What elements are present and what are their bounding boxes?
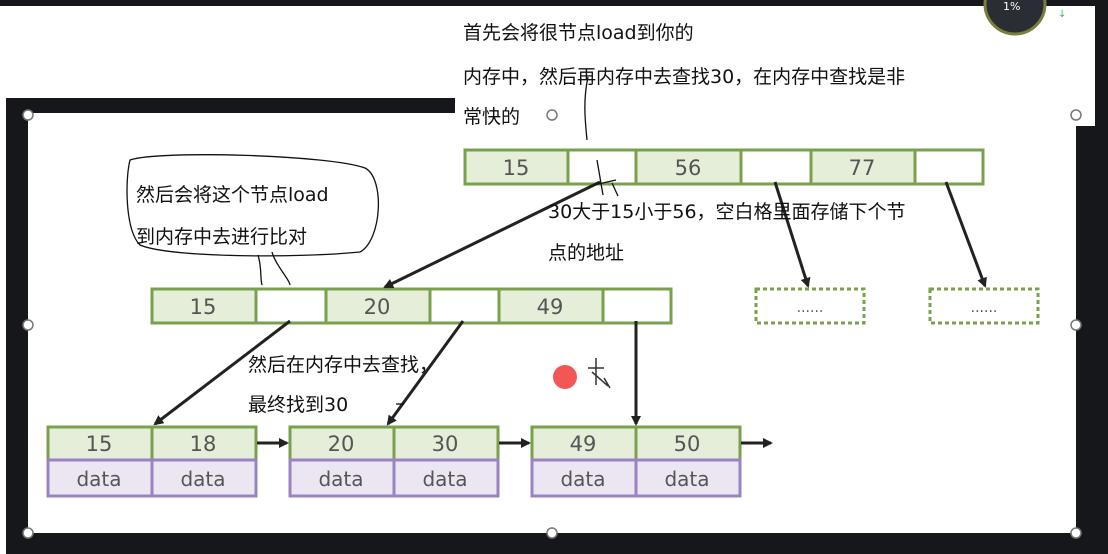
tree-arrows (153, 180, 987, 448)
scribble-bubble (126, 154, 380, 257)
leaf2-key-1: 20 (328, 432, 355, 456)
root-key-3: 77 (849, 156, 876, 180)
leaf2-key-cell-1 (288, 425, 396, 462)
l2-key-2: 20 (364, 295, 391, 319)
root-key-2: 56 (675, 156, 702, 180)
leaf3-key-1: 49 (570, 432, 597, 456)
l2-pointer-cell-1 (254, 287, 328, 325)
cpu-gauge (983, 0, 1047, 36)
leaf2-key-2: 30 (432, 432, 459, 456)
leaf1-key-2: 18 (190, 432, 217, 456)
arrow-root-to-l2 (383, 180, 601, 289)
move-cursor-icon (588, 358, 611, 389)
placeholder-node-2 (928, 287, 1040, 325)
top-annotation-bg (455, 6, 1095, 126)
scribble-cursor-mark (593, 159, 619, 197)
leaf3-data-2: data (664, 467, 709, 491)
handle-mid-right[interactable] (1070, 319, 1082, 331)
bottom-annotation-line2: 最终找到30 (248, 394, 349, 416)
top-annotation-line1: 首先会将很节点load到你的 (463, 22, 694, 44)
l2-key-3: 49 (537, 295, 564, 319)
leaf1-data-1: data (76, 467, 121, 491)
leaf1-key-cell-1 (46, 425, 154, 462)
root-pointer-cell-2 (739, 148, 813, 186)
download-arrow-icon: ↓ (1058, 9, 1066, 20)
handle-bottom-right[interactable] (1070, 527, 1082, 539)
leaf1-data-cell-2 (150, 458, 258, 498)
speed-widget: 1% ↓ 0K (983, 0, 1090, 36)
right-dark-bar (1093, 0, 1108, 554)
top-annotation-line2: 内存中，然后再内存中去查找30，在内存中查找是非 (463, 66, 906, 88)
root-pointer-cell-3 (913, 148, 985, 186)
top-dark-bar (0, 0, 1108, 6)
left-annotation-line2: 到内存中去进行比对 (136, 226, 308, 248)
leaf1-data-cell-1 (46, 458, 154, 498)
leaf-node-3: 49 50 data data (530, 425, 742, 498)
leaf-node-1: 15 18 data data (46, 425, 258, 498)
root-pointer-cell-1 (566, 148, 638, 186)
top-annotation-line3: 常快的 (463, 106, 521, 128)
leaf3-key-2: 50 (674, 432, 701, 456)
leaf-node-2: 20 30 data data (288, 425, 500, 498)
leaf2-data-cell-2 (392, 458, 500, 498)
leaf3-data-cell-2 (634, 458, 742, 498)
handle-top-right[interactable] (1070, 109, 1082, 121)
l2-pointer-cell-2 (428, 287, 501, 325)
leaf3-key-cell-2 (634, 425, 742, 462)
network-speed: 0K (1075, 8, 1090, 21)
leaf2-data-1: data (318, 467, 363, 491)
placeholder-dots-1: ...... (797, 300, 824, 316)
leaf2-data-2: data (422, 467, 467, 491)
laser-pointer-dot (553, 365, 577, 389)
l2-key-1: 15 (190, 295, 217, 319)
arrow-root-to-placeholder-1 (773, 181, 811, 288)
leaf1-key-1: 15 (86, 432, 113, 456)
leaf1-data-2: data (180, 467, 225, 491)
placeholder-dots-2: ...... (971, 300, 998, 316)
leaf3-data-1: data (560, 467, 605, 491)
mid-annotation-line2: 点的地址 (548, 242, 625, 264)
arrow-root-to-placeholder-2 (944, 181, 987, 288)
selection-handles (22, 109, 1082, 539)
root-node: 15 56 77 (463, 148, 985, 186)
arrow-l2-to-leaf1 (153, 319, 291, 426)
l2-key-cell-3 (497, 287, 605, 325)
scribble-bubble-tail (257, 251, 291, 286)
placeholder-node-1 (754, 287, 866, 325)
handle-bottom-mid[interactable] (546, 527, 558, 539)
handle-top-left[interactable] (22, 109, 34, 121)
level2-node: 15 20 49 (150, 287, 673, 325)
leaf1-key-cell-2 (150, 425, 258, 462)
gauge-percent: 1% (1003, 0, 1020, 13)
bottom-annotation-line1: 然后在内存中去查找， (248, 354, 439, 376)
placeholder-nodes: ...... ...... (754, 287, 1040, 325)
handle-bottom-left[interactable] (22, 527, 34, 539)
l2-pointer-cell-3 (601, 287, 673, 325)
mid-annotation-line1: 30大于15小于56，空白格里面存储下个节 (548, 201, 906, 223)
arrow-l2-to-leaf2 (386, 320, 465, 426)
leaf2-data-cell-1 (288, 458, 396, 498)
scribble-top-stroke (584, 76, 589, 141)
root-key-cell-3 (809, 148, 917, 186)
left-annotation-line1: 然后会将这个节点load (136, 184, 329, 206)
l2-key-cell-2 (324, 287, 432, 325)
l2-key-cell-1 (150, 287, 258, 325)
leaf3-data-cell-1 (530, 458, 638, 498)
handle-top-mid[interactable] (546, 109, 558, 121)
root-key-1: 15 (503, 156, 530, 180)
handle-mid-left[interactable] (22, 319, 34, 331)
hand-scribbles (126, 76, 619, 405)
